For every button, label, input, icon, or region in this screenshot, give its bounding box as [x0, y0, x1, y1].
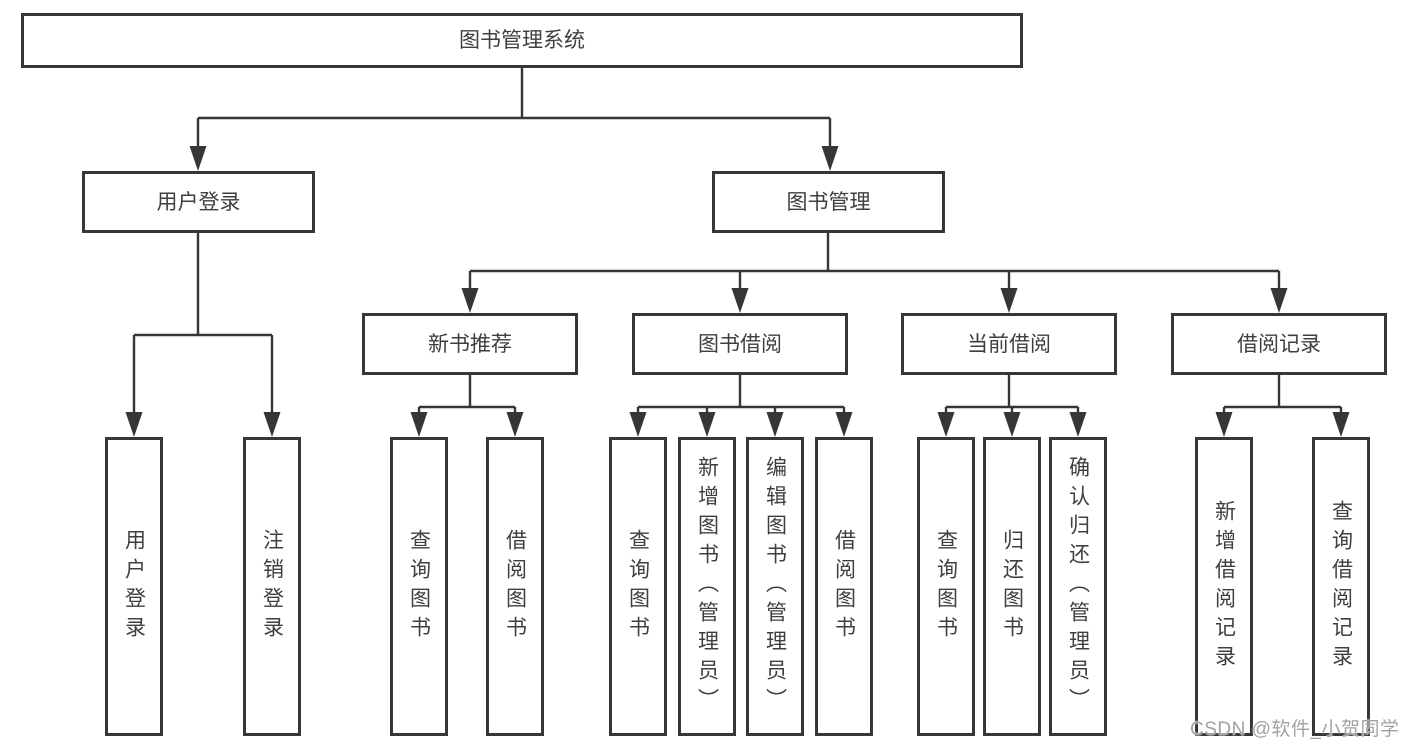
node-label: 借阅图书 [503, 528, 527, 645]
leaf-query-books-current: 查询图书 [917, 437, 975, 736]
node-book-borrowing: 图书借阅 [632, 313, 848, 375]
leaf-add-books-admin: 新增图书（管理员） [678, 437, 736, 736]
leaf-borrow-books: 借阅图书 [815, 437, 873, 736]
leaf-query-books-recommend: 查询图书 [390, 437, 448, 736]
csdn-watermark: CSDN @软件_小贺同学 [1190, 719, 1400, 740]
leaf-query-books-borrow: 查询图书 [609, 437, 667, 736]
node-label: 新增图书（管理员） [695, 456, 719, 717]
leaf-query-borrow-record: 查询借阅记录 [1312, 437, 1370, 736]
node-label: 图书管理系统 [459, 29, 585, 52]
node-borrowing-records: 借阅记录 [1171, 313, 1387, 375]
node-label: 注销登录 [260, 528, 284, 645]
node-label: 新增借阅记录 [1212, 499, 1236, 674]
node-label: 图书管理 [786, 190, 871, 214]
node-label: 借阅图书 [832, 528, 856, 645]
node-user-login: 用户登录 [82, 171, 315, 233]
node-label: 查询图书 [407, 528, 431, 645]
node-label: 查询图书 [934, 528, 958, 645]
leaf-confirm-return-admin: 确认归还（管理员） [1049, 437, 1107, 736]
node-book-management: 图书管理 [712, 171, 945, 233]
node-label: 归还图书 [1000, 528, 1024, 645]
node-system-root: 图书管理系统 [21, 13, 1023, 68]
leaf-borrow-books-recommend: 借阅图书 [486, 437, 544, 736]
node-label: 新书推荐 [428, 332, 512, 356]
node-current-borrowing: 当前借阅 [901, 313, 1117, 375]
leaf-return-books: 归还图书 [983, 437, 1041, 736]
node-new-book-recommend: 新书推荐 [362, 313, 578, 375]
node-label: 当前借阅 [967, 332, 1051, 356]
node-label: 用户登录 [122, 528, 146, 645]
leaf-user-login: 用户登录 [105, 437, 163, 736]
node-label: 编辑图书（管理员） [763, 456, 787, 717]
node-label: 确认归还（管理员） [1066, 456, 1090, 717]
node-label: 借阅记录 [1237, 332, 1321, 356]
leaf-add-borrow-record: 新增借阅记录 [1195, 437, 1253, 736]
arrowheads [125, 146, 1350, 437]
node-label: 查询借阅记录 [1329, 499, 1353, 674]
node-label: 查询图书 [626, 528, 650, 645]
leaf-logout: 注销登录 [243, 437, 301, 736]
leaf-edit-books-admin: 编辑图书（管理员） [746, 437, 804, 736]
node-label: 图书借阅 [698, 332, 782, 356]
node-label: 用户登录 [156, 190, 241, 214]
